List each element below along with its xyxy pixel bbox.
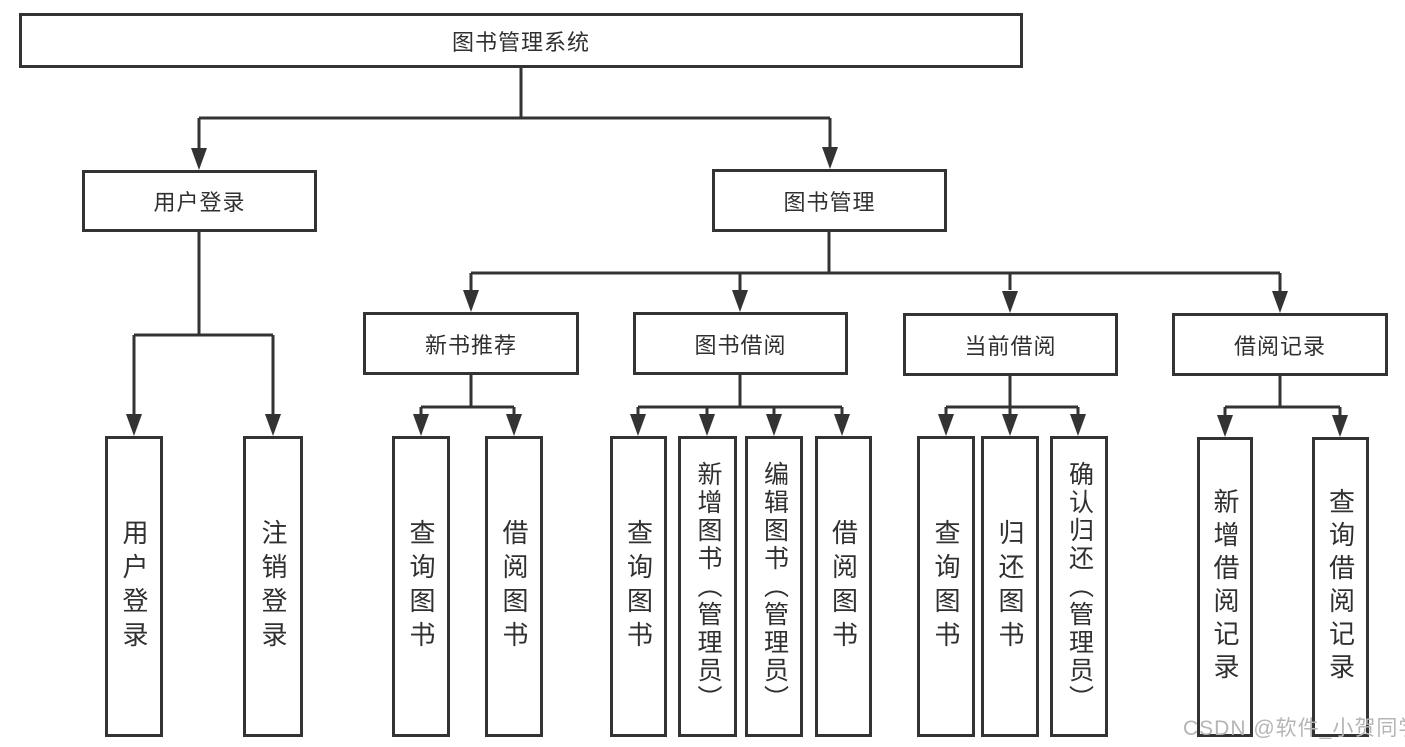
leaf-query-book-borrow: 查询图书	[610, 436, 667, 737]
leaf-add-book-admin: 新增图书（管理员）	[678, 436, 737, 737]
leaf-borrow-book: 借阅图书	[815, 436, 872, 737]
leaf-label: 注销登录	[258, 518, 288, 655]
leaf-borrow-book-recommend: 借阅图书	[485, 436, 543, 737]
leaf-confirm-return-admin: 确认归还（管理员）	[1050, 436, 1108, 737]
node-book-borrow: 图书借阅	[633, 312, 848, 375]
leaf-label: 查询借阅记录	[1325, 488, 1356, 686]
leaf-edit-book-admin: 编辑图书（管理员）	[745, 436, 803, 737]
leaf-logout: 注销登录	[243, 436, 303, 737]
connector-borrow-records-children	[1217, 376, 1348, 437]
connector-user-login-children	[126, 232, 281, 436]
leaf-return-book: 归还图书	[981, 436, 1039, 737]
leaf-label: 查询图书	[931, 518, 961, 655]
leaf-label: 归还图书	[995, 518, 1025, 655]
leaf-label: 新增图书（管理员）	[694, 460, 722, 713]
leaf-label: 查询图书	[406, 518, 436, 655]
leaf-add-borrow-record: 新增借阅记录	[1197, 437, 1253, 737]
leaf-label: 新增借阅记录	[1210, 488, 1240, 686]
connector-book-mgmt-to-level3	[463, 232, 1288, 313]
connector-new-book-children	[413, 375, 522, 436]
leaf-label: 用户登录	[119, 518, 149, 655]
connector-root-to-level2	[191, 68, 838, 170]
leaf-label: 确认归还（管理员）	[1065, 460, 1094, 713]
node-root-library-system: 图书管理系统	[19, 13, 1023, 68]
node-borrow-records: 借阅记录	[1172, 313, 1388, 376]
leaf-label: 编辑图书（管理员）	[760, 460, 789, 713]
leaf-label: 借阅图书	[828, 518, 859, 655]
node-new-book-recommend: 新书推荐	[363, 312, 579, 375]
leaf-user-login: 用户登录	[105, 436, 163, 737]
node-book-management: 图书管理	[712, 169, 947, 232]
leaf-query-book-recommend: 查询图书	[392, 436, 450, 737]
leaf-query-book-current: 查询图书	[917, 436, 975, 737]
connector-book-borrow-children	[630, 375, 850, 436]
csdn-watermark: CSDN @软件_小贺同学	[1183, 717, 1405, 740]
node-current-borrow: 当前借阅	[903, 313, 1118, 376]
leaf-label: 借阅图书	[499, 518, 529, 655]
leaf-label: 查询图书	[623, 518, 654, 655]
connector-current-borrow-children	[938, 376, 1086, 436]
leaf-query-borrow-record: 查询借阅记录	[1312, 437, 1369, 737]
node-user-login: 用户登录	[82, 170, 317, 232]
